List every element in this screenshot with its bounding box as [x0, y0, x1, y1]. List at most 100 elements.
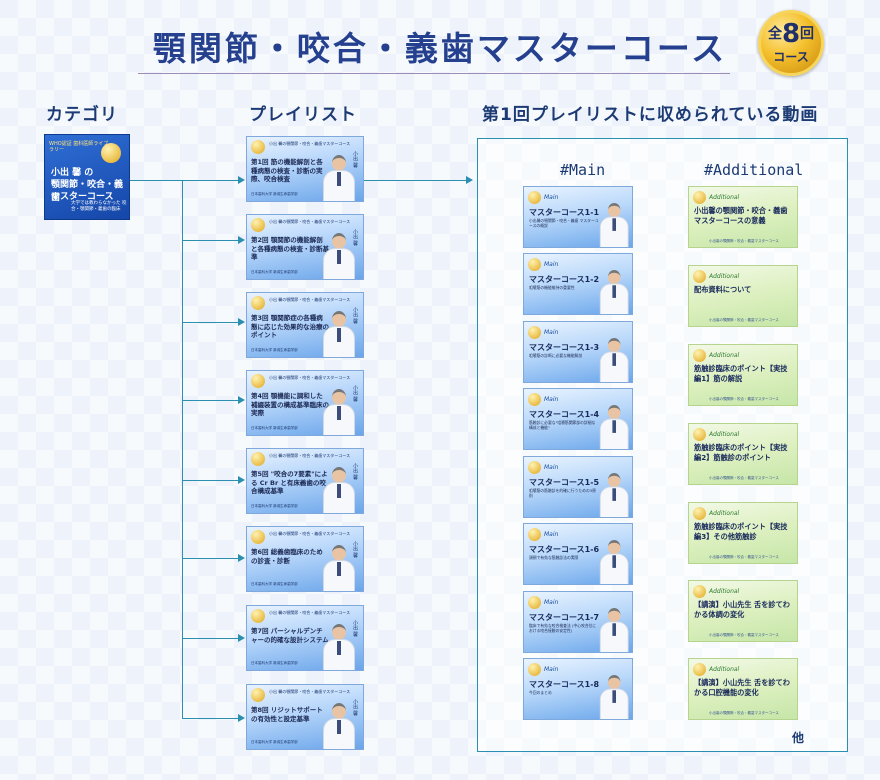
video-tag: Additional: [709, 510, 740, 517]
badge-icon: [693, 349, 706, 362]
playlist-series: 小出 馨の顎関節・咬合・義歯マスターコース: [269, 219, 351, 224]
video-tag: Additional: [709, 352, 740, 359]
video-footer: 小出馨の顎関節・咬合・義歯マスターコース: [709, 633, 779, 637]
badge-icon: [251, 296, 265, 310]
main-video-card-1[interactable]: Main マスターコース1-1 小出馨の顎関節・咬合・義歯 マスターコースの概説: [523, 186, 633, 248]
connector-branch: [182, 558, 238, 559]
presenter-photo: [321, 311, 357, 357]
playlist-presenter: 小出 馨: [352, 229, 358, 246]
additional-video-card-4[interactable]: Additional 筋触診臨床のポイント【実技編2】筋触診のポイント 小出馨の…: [688, 423, 798, 485]
presenter-photo: [321, 703, 357, 749]
video-tag: Main: [544, 666, 559, 673]
badge-number: 8: [781, 19, 801, 49]
category-card-line2: 顎関節・咬合・義歯: [51, 180, 124, 203]
badge-icon: [528, 461, 541, 474]
video-tag: Main: [544, 531, 559, 538]
category-card-top-text: WHO認証 歯科医師ライブラリー: [49, 141, 109, 153]
main-video-card-6[interactable]: Main マスターコース1-6 頭頸で有効な筋触診法の実際: [523, 523, 633, 585]
arrow-icon: [238, 318, 245, 326]
presenter-photo: [598, 540, 630, 584]
video-title: 【講演】小山先生 舌を診てわかる体調の変化: [694, 600, 790, 619]
presenter-photo: [598, 405, 630, 449]
main-video-card-7[interactable]: Main マスターコース1-7 臨床で有効な咬合検査法 (中心咬合位における咬合…: [523, 591, 633, 653]
category-card-line3: マスターコース: [51, 192, 114, 202]
badge-icon: [251, 688, 265, 702]
connector-branch: [182, 240, 238, 241]
badge-icon: [693, 585, 706, 598]
video-title: マスターコース1-2: [529, 275, 600, 284]
video-title: 【講演】小山先生 舌を診てわかる口腔機能の変化: [694, 678, 790, 697]
category-card[interactable]: WHO認証 歯科医師ライブラリー 小出 馨 の 顎関節・咬合・義歯 マスターコー…: [44, 134, 130, 220]
additional-video-card-2[interactable]: Additional 配布資料について 小出馨の顎関節・咬合・義歯マスターコース: [688, 265, 798, 327]
additional-video-card-5[interactable]: Additional 筋触診臨床のポイント【実技編3】その他筋触診 小出馨の顎関…: [688, 502, 798, 564]
additional-video-card-3[interactable]: Additional 筋触診臨床のポイント【実技編1】筋の解説 小出馨の顎関節・…: [688, 344, 798, 406]
badge-icon: [251, 452, 265, 466]
more-videos-label: 他: [792, 731, 805, 745]
main-video-card-4[interactable]: Main マスターコース1-4 筋触診に必要な"咀嚼筋関節部の詳細な構成と機能": [523, 388, 633, 450]
main-video-card-2[interactable]: Main マスターコース1-2 咀嚼筋の機能維持の重要性: [523, 253, 633, 315]
playlist-card-8[interactable]: 小出 馨の顎関節・咬合・義歯マスターコース 第8回 リジットサポートの有効性と設…: [246, 684, 364, 750]
playlist-card-4[interactable]: 小出 馨の顎関節・咬合・義歯マスターコース 第4回 顎機能に調和した補綴装置の構…: [246, 370, 364, 436]
presenter-photo: [598, 675, 630, 719]
main-video-card-5[interactable]: Main マスターコース1-5 咀嚼筋の筋触診を的確に行うための3原則: [523, 456, 633, 518]
playlist-footer: 日本歯科大学 新潟生命歯学部: [251, 582, 298, 586]
video-tag: Additional: [709, 273, 740, 280]
video-footer: 小出馨の顎関節・咬合・義歯マスターコース: [709, 711, 779, 715]
arrow-icon: [238, 714, 245, 722]
additional-video-card-6[interactable]: Additional 【講演】小山先生 舌を診てわかる体調の変化 小出馨の顎関節…: [688, 580, 798, 642]
playlist-card-5[interactable]: 小出 馨の顎関節・咬合・義歯マスターコース 第5回 "咬合の7要素"による Cr…: [246, 448, 364, 514]
playlist-series: 小出 馨の顎関節・咬合・義歯マスターコース: [269, 689, 351, 694]
playlist-card-1[interactable]: 小出 馨の顎関節・咬合・義歯マスターコース 第1回 筋の機能解剖と各種病態の検査…: [246, 136, 364, 202]
playlist-title: 第6回 総義歯臨床のための診査・診断: [251, 548, 323, 565]
playlist-footer: 日本歯科大学 新潟生命歯学部: [251, 348, 298, 352]
video-title: マスターコース1-6: [529, 545, 600, 554]
presenter-photo: [321, 545, 357, 591]
playlist-footer: 日本歯科大学 新潟生命歯学部: [251, 740, 298, 744]
video-subtitle: 咀嚼筋の機能維持の重要性: [529, 285, 575, 290]
playlist-card-6[interactable]: 小出 馨の顎関節・咬合・義歯マスターコース 第6回 総義歯臨床のための診査・診断…: [246, 526, 364, 592]
playlist-card-7[interactable]: 小出 馨の顎関節・咬合・義歯マスターコース 第7回 パーシャルデンチャーの的確な…: [246, 605, 364, 671]
presenter-photo: [598, 338, 630, 382]
video-subtitle: 咀嚼筋の診断に必要な機能解剖: [529, 353, 583, 358]
video-footer: 小出馨の顎関節・咬合・義歯マスターコース: [709, 318, 779, 322]
video-title: マスターコース1-3: [529, 343, 600, 352]
videos-column-heading: 第1回プレイリストに収められている動画: [482, 105, 819, 125]
main-video-card-3[interactable]: Main マスターコース1-3 咀嚼筋の診断に必要な機能解剖: [523, 321, 633, 383]
video-subtitle: 臨床で有効な咬合検査法 (中心咬合位における咬合接触の安定性): [529, 623, 597, 633]
playlist-series: 小出 馨の顎関節・咬合・義歯マスターコース: [269, 531, 351, 536]
playlist-column-heading: プレイリスト: [249, 105, 357, 125]
video-title: 配布資料について: [694, 285, 752, 294]
badge-suffix: 回: [800, 26, 815, 42]
playlist-title: 第4回 顎機能に調和した補綴装置の構成基準臨床の実際: [251, 392, 329, 417]
video-tag: Additional: [709, 431, 740, 438]
playlist-card-3[interactable]: 小出 馨の顎関節・咬合・義歯マスターコース 第3回 顎関節症の各種病態に応じた効…: [246, 292, 364, 358]
connector-branch: [182, 480, 238, 481]
playlist-card-2[interactable]: 小出 馨の顎関節・咬合・義歯マスターコース 第2回 顎関節の機能解剖と各種病態の…: [246, 214, 364, 280]
category-column-heading: カテゴリ: [46, 105, 118, 125]
video-footer: 小出馨の顎関節・咬合・義歯マスターコース: [709, 555, 779, 559]
badge-label: コース: [773, 50, 809, 64]
playlist-footer: 日本歯科大学 新潟生命歯学部: [251, 270, 298, 274]
course-count-badge: 全8回 コース: [758, 10, 824, 76]
title-underline: [138, 73, 730, 74]
video-title: マスターコース1-5: [529, 478, 600, 487]
playlist-series: 小出 馨の顎関節・咬合・義歯マスターコース: [269, 375, 351, 380]
playlist-presenter: 小出 馨: [352, 385, 358, 402]
video-title: 筋触診臨床のポイント【実技編1】筋の解説: [694, 364, 788, 383]
video-tag: Main: [544, 194, 559, 201]
connector-branch: [182, 400, 238, 401]
playlist-presenter: 小出 馨: [352, 151, 358, 168]
video-tag: Additional: [709, 194, 740, 201]
badge-icon: [251, 530, 265, 544]
additional-video-card-1[interactable]: Additional 小出馨の顎関節・咬合・義歯マスターコースの意義 小出馨の顎…: [688, 186, 798, 248]
video-title: マスターコース1-4: [529, 410, 600, 419]
video-title: 小出馨の顎関節・咬合・義歯マスターコースの意義: [694, 206, 788, 225]
playlist-footer: 日本歯科大学 新潟生命歯学部: [251, 426, 298, 430]
additional-video-card-7[interactable]: Additional 【講演】小山先生 舌を診てわかる口腔機能の変化 小出馨の顎…: [688, 658, 798, 720]
badge-icon: [528, 326, 541, 339]
arrow-icon: [238, 476, 245, 484]
badge-icon: [251, 218, 265, 232]
category-card-subtitle: 大学では教わらなかった 咬合・顎関節・義歯の臨床: [71, 201, 127, 212]
presenter-photo: [321, 467, 357, 513]
main-video-card-8[interactable]: Main マスターコース1-8 今回のまとめ: [523, 658, 633, 720]
